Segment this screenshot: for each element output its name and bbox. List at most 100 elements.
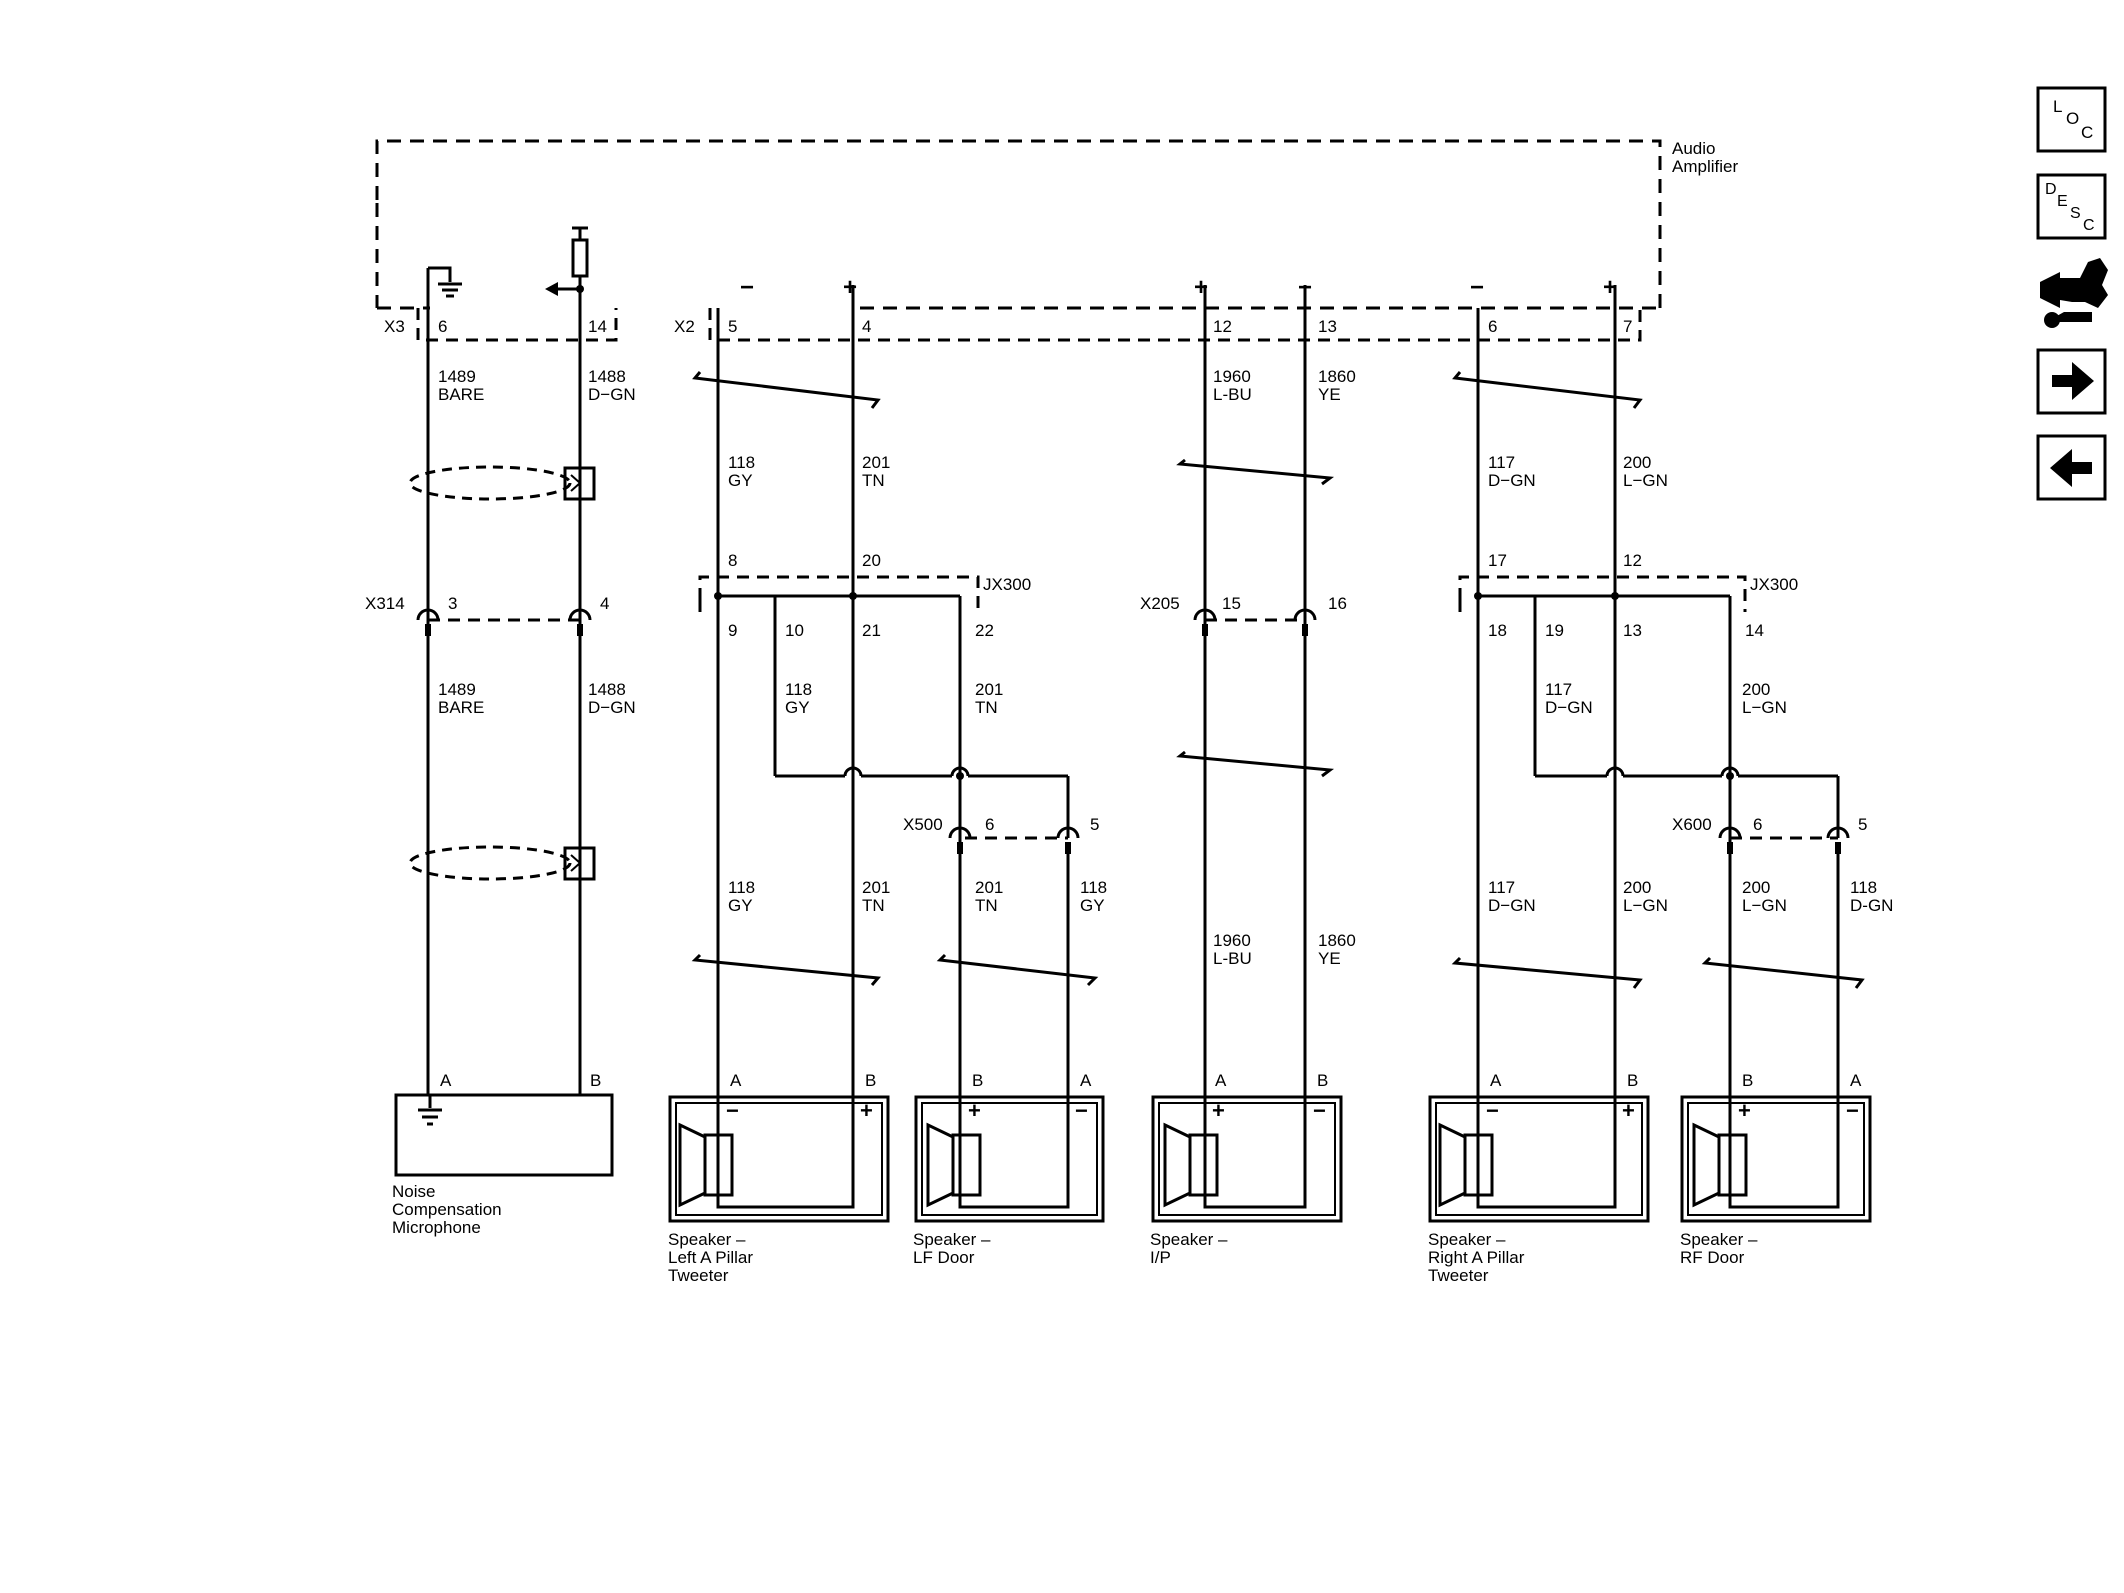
wire-color: TN <box>975 698 998 717</box>
loc-letter: C <box>2081 123 2093 142</box>
wire-circuit: 1960 <box>1213 367 1251 386</box>
speaker-lf-door <box>914 1095 1105 1223</box>
wire-circuit: 118 <box>728 453 755 472</box>
desc-letter: E <box>2057 193 2068 210</box>
wire-circuit: 1489 <box>438 367 476 386</box>
wire-circuit: 118 <box>1080 878 1107 897</box>
pin-letter: A <box>1490 1071 1502 1090</box>
component-label: Speaker – <box>668 1230 746 1249</box>
audio-amplifier <box>375 139 1662 308</box>
noise-compensation-microphone <box>394 1093 614 1177</box>
desc-letter: D <box>2045 181 2057 198</box>
next-button[interactable] <box>2036 348 2107 415</box>
connector-label: X500 <box>903 815 943 834</box>
pin-number: 19 <box>1545 621 1564 640</box>
speaker-ip <box>1151 1095 1343 1223</box>
polarity-sign: + <box>1194 274 1208 301</box>
wire-color: D−GN <box>588 385 636 404</box>
pin-number: 15 <box>1222 594 1241 613</box>
wire-circuit: 1488 <box>588 367 626 386</box>
wire-circuit: 1488 <box>588 680 626 699</box>
shield-bottom <box>408 845 572 881</box>
desc-button[interactable]: D E S C <box>2036 173 2107 240</box>
pin-number: 14 <box>588 317 607 336</box>
pin-number: 10 <box>785 621 804 640</box>
wire-circuit: 118 <box>1850 878 1877 897</box>
arrow-left-icon <box>2050 449 2092 487</box>
wire-color: D−GN <box>1488 896 1536 915</box>
component-label: Speaker – <box>1150 1230 1228 1249</box>
connector-tool-button[interactable] <box>2040 258 2108 328</box>
component-label: Tweeter <box>668 1266 729 1285</box>
connector-label: X314 <box>365 594 405 613</box>
component-label: Left A Pillar <box>668 1248 753 1267</box>
wire-circuit: 1860 <box>1318 931 1356 950</box>
pin-number: 6 <box>1488 317 1497 336</box>
component-label: Speaker – <box>913 1230 991 1249</box>
pin-number: 6 <box>985 815 994 834</box>
wire-circuit: 200 <box>1742 680 1770 699</box>
loc-button[interactable]: L O C <box>2036 86 2107 153</box>
wire-circuit: 1860 <box>1318 367 1356 386</box>
pin-number: 18 <box>1488 621 1507 640</box>
wire-color: BARE <box>438 385 484 404</box>
pin-letter: B <box>1742 1071 1753 1090</box>
component-label: RF Door <box>1680 1248 1745 1267</box>
polarity-sign: − <box>1313 1098 1326 1123</box>
pin-number: 13 <box>1318 317 1337 336</box>
wire-color: L−GN <box>1623 896 1668 915</box>
pin-number: 4 <box>600 594 609 613</box>
pin-number: 20 <box>862 551 881 570</box>
pin-number: 5 <box>728 317 737 336</box>
component-label: Tweeter <box>1428 1266 1489 1285</box>
connector-label: X3 <box>384 317 405 336</box>
polarity-sign: − <box>1486 1098 1499 1123</box>
polarity-sign: + <box>968 1098 981 1123</box>
pin-letter: B <box>1627 1071 1638 1090</box>
pin-number: 9 <box>728 621 737 640</box>
pin-number: 16 <box>1328 594 1347 613</box>
pin-letter: A <box>730 1071 742 1090</box>
connector-label: X2 <box>674 317 695 336</box>
speaker-right-a-pillar-tweeter <box>1428 1095 1650 1223</box>
wire-color: YE <box>1318 385 1341 404</box>
pin-number: 6 <box>1753 815 1762 834</box>
pin-number: 7 <box>1623 317 1632 336</box>
pin-letter: B <box>1317 1071 1328 1090</box>
wire-color: BARE <box>438 698 484 717</box>
wire-color: TN <box>862 896 885 915</box>
wire-circuit: 117 <box>1545 680 1572 699</box>
wire-circuit: 200 <box>1623 878 1651 897</box>
wire-circuit: 1960 <box>1213 931 1251 950</box>
wire-color: L−GN <box>1623 471 1668 490</box>
pin-letter: A <box>440 1071 452 1090</box>
polarity-sign: + <box>1622 1098 1635 1123</box>
wire-circuit: 200 <box>1742 878 1770 897</box>
splice-jx300-right-box <box>1458 575 1747 612</box>
arrow-right-icon <box>2052 362 2094 400</box>
wire-color: TN <box>862 471 885 490</box>
speaker-icon <box>678 1123 1748 1207</box>
connector-label: X205 <box>1140 594 1180 613</box>
shield-top <box>408 465 572 501</box>
polarity-sign: − <box>740 274 754 301</box>
pin-number: 5 <box>1090 815 1099 834</box>
pin-number: 13 <box>1623 621 1642 640</box>
pin-number: 8 <box>728 551 737 570</box>
pin-letter: A <box>1215 1071 1227 1090</box>
desc-letter: S <box>2070 205 2081 222</box>
polarity-sign: − <box>1470 274 1484 301</box>
polarity-sign: + <box>843 274 857 301</box>
pin-number: 4 <box>862 317 871 336</box>
speaker-left-a-pillar-tweeter <box>668 1095 890 1223</box>
polarity-sign: − <box>1298 274 1312 301</box>
pin-number: 12 <box>1213 317 1232 336</box>
connector-x2-box <box>708 308 1642 342</box>
desc-letter: C <box>2083 217 2095 234</box>
component-label: Microphone <box>392 1218 481 1237</box>
connector-label: X600 <box>1672 815 1712 834</box>
pin-number: 14 <box>1745 621 1764 640</box>
back-button[interactable] <box>2036 434 2107 501</box>
wire-color: D-GN <box>1850 896 1893 915</box>
